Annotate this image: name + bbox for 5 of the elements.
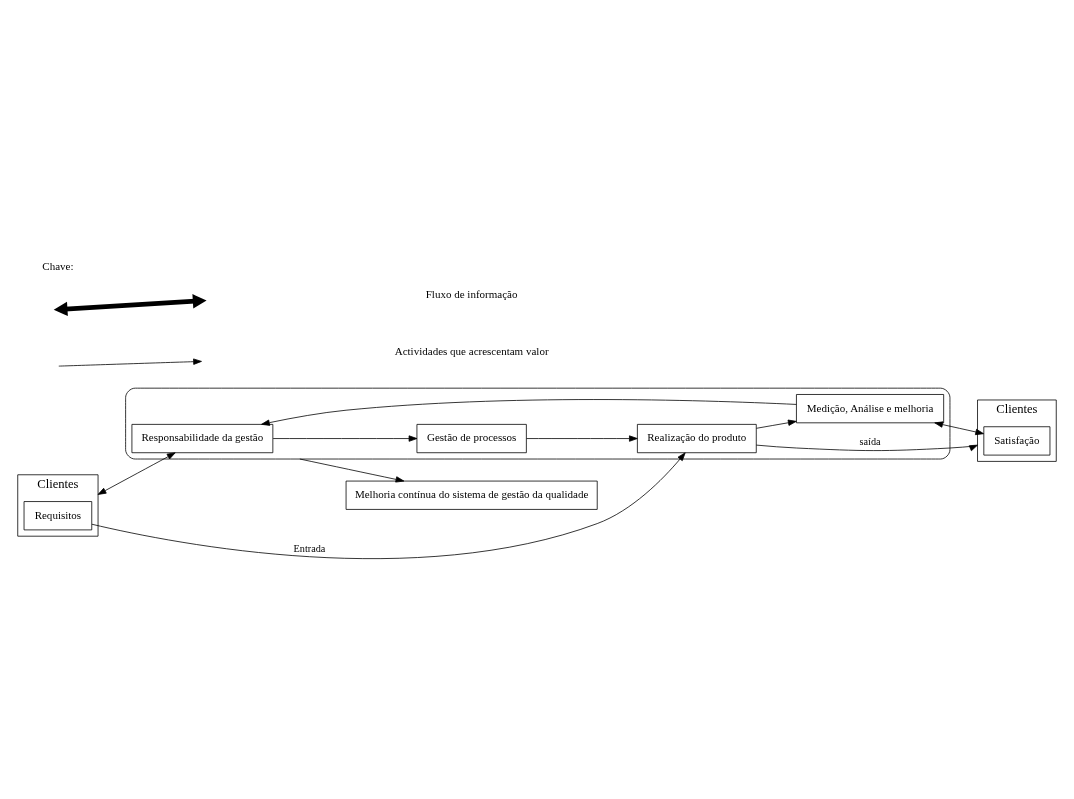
legend-label: Actividades que acrescentam valor	[394, 344, 549, 357]
label: Chave:	[42, 259, 74, 272]
edge-label: Entrada	[293, 543, 326, 555]
edge-label: saída	[859, 436, 881, 448]
legend-label: Fluxo de informação	[425, 288, 518, 301]
